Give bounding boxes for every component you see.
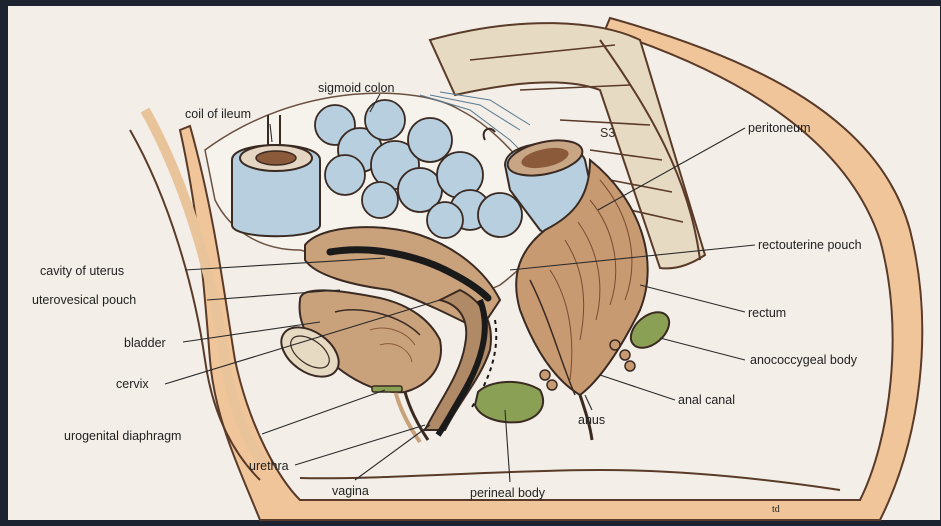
label-anus: anus bbox=[578, 413, 605, 427]
label-urogenital-diaphragm: urogenital diaphragm bbox=[64, 429, 181, 443]
label-perineal-body: perineal body bbox=[470, 486, 546, 500]
label-anal-canal: anal canal bbox=[678, 393, 735, 407]
label-rectouterine-pouch: rectouterine pouch bbox=[758, 238, 862, 252]
label-rectum: rectum bbox=[748, 306, 786, 320]
label-peritoneum: peritoneum bbox=[748, 121, 811, 135]
perineal-body-shape bbox=[475, 382, 543, 422]
label-coil-of-ileum: coil of ileum bbox=[185, 107, 251, 121]
label-anococcygeal-body: anococcygeal body bbox=[750, 353, 858, 367]
label-sigmoid-colon: sigmoid colon bbox=[318, 81, 394, 95]
label-s3: S3 bbox=[600, 126, 615, 140]
label-cervix: cervix bbox=[116, 377, 149, 391]
label-uterovesical-pouch: uterovesical pouch bbox=[32, 293, 136, 307]
label-urethra: urethra bbox=[249, 459, 289, 473]
urogenital-diaphragm-shape bbox=[372, 386, 402, 392]
label-vagina: vagina bbox=[332, 484, 369, 498]
artist-signature: td bbox=[772, 504, 780, 515]
label-cavity-of-uterus: cavity of uterus bbox=[40, 264, 124, 278]
label-bladder: bladder bbox=[124, 336, 166, 350]
